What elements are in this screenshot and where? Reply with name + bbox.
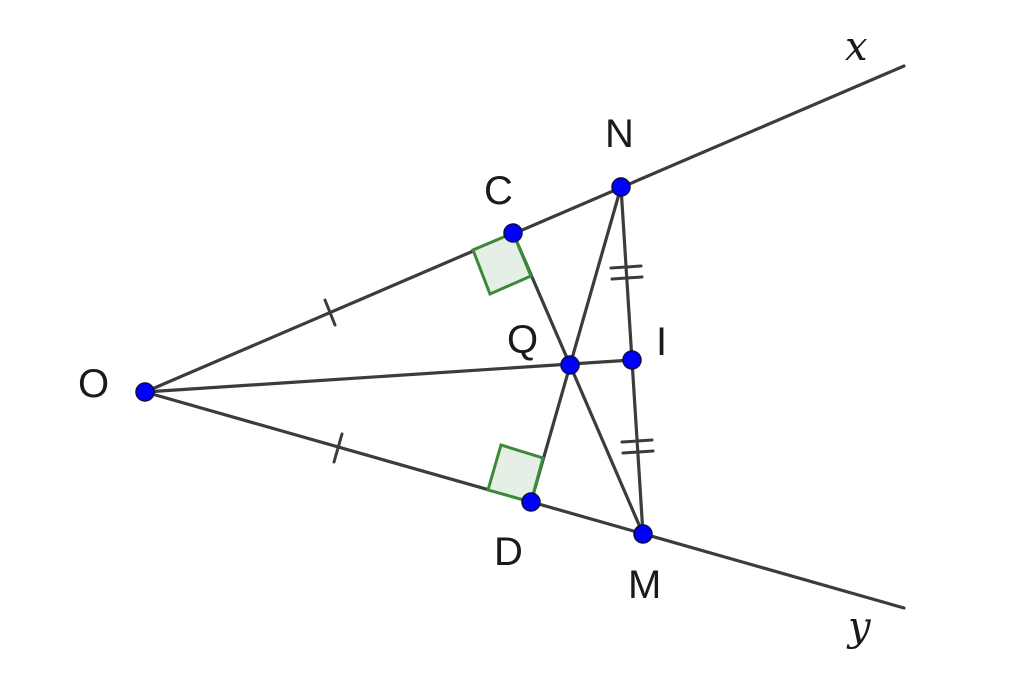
right-angle-marker-d [486, 443, 545, 504]
ray-ox [143, 64, 906, 394]
tick-mark-od [332, 432, 344, 464]
label-n: N [605, 112, 634, 156]
point-o[interactable] [135, 382, 155, 402]
label-i: I [656, 320, 667, 364]
label-d: D [494, 530, 523, 574]
double-tick-mark-im [620, 438, 655, 455]
label-o: O [78, 362, 109, 406]
label-c: C [484, 169, 513, 213]
point-n[interactable] [611, 177, 631, 197]
label-q: Q [507, 318, 538, 362]
tick-mark-oc [323, 298, 337, 327]
label-ray-y: y [846, 604, 872, 650]
point-d[interactable] [521, 492, 541, 512]
label-ray-x: x [845, 24, 868, 70]
segment-cm [511, 231, 645, 536]
point-q[interactable] [560, 355, 580, 375]
segment-dn [529, 185, 623, 504]
point-c[interactable] [503, 223, 523, 243]
double-tick-mark-ni [609, 264, 644, 281]
segment-oi [143, 358, 634, 394]
right-angle-marker-c [471, 231, 533, 297]
point-i[interactable] [622, 350, 642, 370]
label-m: M [628, 563, 661, 607]
point-m[interactable] [633, 524, 653, 544]
